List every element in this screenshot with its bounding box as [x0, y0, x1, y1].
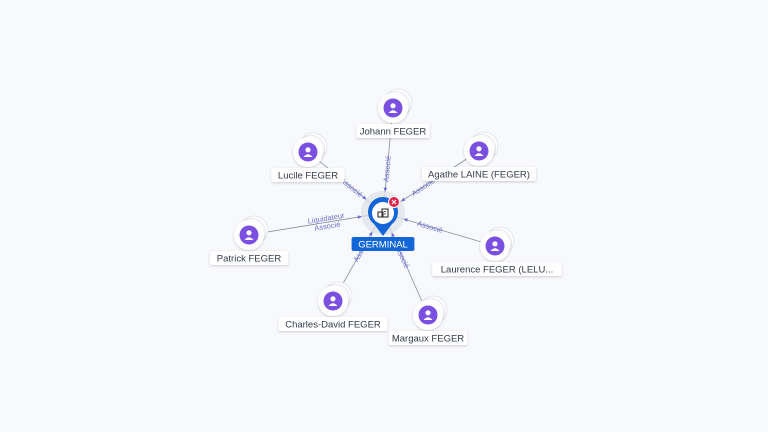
- person-icon: [383, 98, 403, 118]
- person-name: Laurence FEGER (LELU...: [441, 264, 553, 275]
- person-icon: [323, 291, 343, 311]
- company-label-bg: [351, 237, 415, 251]
- nodes-layer: Johann FEGER Lucile FEGER Agathe LAINE (FE…: [209, 88, 562, 345]
- edge-arrow: [403, 218, 408, 222]
- building-icon: [377, 208, 389, 218]
- edge-arrow: [400, 197, 406, 202]
- person-name: Margaux FEGER: [392, 333, 464, 344]
- edge-label: Associé: [381, 155, 392, 182]
- person-icon: [298, 142, 318, 162]
- person-node[interactable]: Margaux FEGER: [388, 295, 468, 345]
- person-node[interactable]: Johann FEGER: [356, 88, 430, 138]
- person-node[interactable]: Laurence FEGER (LELU...: [432, 226, 562, 276]
- person-label-bg: [388, 331, 468, 345]
- person-icon: [469, 141, 489, 161]
- person-name: Agathe LAINE (FEGER): [428, 169, 530, 180]
- edge-arrow: [383, 187, 388, 193]
- center-layer: GERMINAL: [351, 191, 415, 251]
- close-icon[interactable]: [388, 196, 400, 208]
- person-label-bg: [271, 168, 345, 182]
- person-icon: [485, 236, 505, 256]
- edge-arrow: [357, 215, 363, 219]
- person-label-bg: [209, 251, 289, 265]
- person-node[interactable]: Lucile FEGER: [271, 132, 345, 182]
- person-name: Johann FEGER: [360, 126, 427, 137]
- person-name: Lucile FEGER: [278, 170, 338, 181]
- company-name: GERMINAL: [358, 239, 408, 250]
- person-node[interactable]: Agathe LAINE (FEGER): [422, 131, 536, 181]
- edge-arrow: [368, 231, 373, 237]
- person-label-bg: [422, 167, 536, 181]
- person-label-bg: [432, 262, 562, 276]
- person-icon: [239, 225, 259, 245]
- edge-arrow: [362, 195, 367, 200]
- person-name: Charles-David FEGER: [285, 319, 381, 330]
- person-node[interactable]: Patrick FEGER: [209, 215, 289, 265]
- edge-label: Associé: [314, 220, 341, 233]
- person-node[interactable]: Charles-David FEGER: [278, 281, 388, 331]
- person-name: Patrick FEGER: [217, 253, 282, 264]
- person-label-bg: [356, 124, 430, 138]
- edge-label: Associé: [416, 219, 444, 235]
- edge-arrow: [391, 232, 395, 238]
- company-node[interactable]: GERMINAL: [351, 191, 415, 251]
- person-icon: [418, 305, 438, 325]
- person-label-bg: [278, 317, 388, 331]
